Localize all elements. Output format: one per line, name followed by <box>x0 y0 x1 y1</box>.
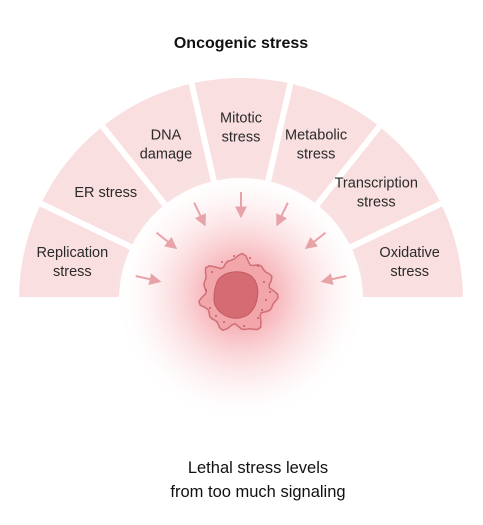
segment-label-metabolic-line-2: stress <box>297 147 336 163</box>
cell-nucleus <box>213 271 259 319</box>
cell-granule <box>257 317 259 319</box>
segment-replication <box>19 206 130 298</box>
arrow-icon <box>135 273 162 286</box>
cell-granule <box>263 281 265 283</box>
segment-label-transcription-line-2: stress <box>357 195 396 211</box>
segment-oxidative <box>352 206 463 298</box>
segment-label-transcription-line-1: Transcription <box>335 176 418 192</box>
segment-transcription <box>319 128 440 245</box>
cell-granule <box>215 315 217 317</box>
segment-metabolic <box>271 84 378 203</box>
segment-label-replication-line-2: stress <box>53 264 92 280</box>
segment-er <box>42 128 163 245</box>
segment-label-replication-line-1: Replication <box>36 245 108 261</box>
cell-granule <box>269 291 271 293</box>
segment-label-er-line-1: ER stress <box>74 185 137 201</box>
cell-granule <box>205 289 207 291</box>
cell-icon <box>197 252 279 332</box>
cell-granule <box>223 321 225 323</box>
cell-granule <box>221 261 223 263</box>
cell-granule <box>257 265 259 267</box>
segment-dna <box>104 84 211 203</box>
stress-arrows <box>135 192 347 286</box>
arrow-icon <box>193 202 206 227</box>
segment-label-dna-line-2: damage <box>140 147 192 163</box>
arrow-icon <box>304 231 327 250</box>
segment-label-oxidative-line-1: Oxidative <box>379 245 439 261</box>
cell-granule <box>265 299 267 301</box>
cell-granule <box>233 255 235 257</box>
cell-granule <box>261 309 263 311</box>
segment-label-dna-line-1: DNA <box>151 128 182 144</box>
arrow-icon <box>155 231 178 250</box>
cell-granule <box>249 257 251 259</box>
cell-granules <box>205 255 271 327</box>
segment-label-metabolic-line-1: Metabolic <box>285 128 347 144</box>
caption-line-2: from too much signaling <box>170 483 345 501</box>
stress-segments: Replication stress ER stress DNA damage Mitot… <box>19 77 463 298</box>
segment-mitotic <box>194 77 288 181</box>
arrow-icon <box>320 273 347 286</box>
segment-label-mitotic-line-2: stress <box>222 130 261 146</box>
arrow-icon <box>276 202 289 227</box>
caption-line-1: Lethal stress levels <box>188 459 328 477</box>
cell-granule <box>209 307 211 309</box>
cell-granule <box>243 325 245 327</box>
diagram-title: Oncogenic stress <box>174 35 308 52</box>
cell-granule <box>211 271 213 273</box>
segment-label-oxidative-line-2: stress <box>390 264 429 280</box>
segment-label-mitotic-line-1: Mitotic <box>220 111 262 127</box>
